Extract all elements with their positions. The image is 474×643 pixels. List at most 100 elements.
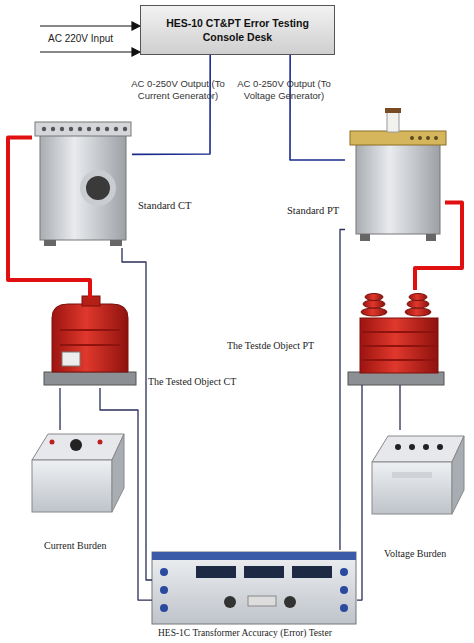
voltage-burden-drawing <box>372 436 464 514</box>
tested-pt-drawing-part <box>360 318 438 373</box>
standard-pt: Standard PT <box>345 108 445 243</box>
node-label: Standard PT <box>287 205 347 217</box>
standard-pt-drawing-part-part <box>410 136 414 140</box>
voltage-burden-drawing-part <box>372 462 452 514</box>
tested-ct-drawing-part <box>60 330 120 345</box>
tested-ct-drawing-part <box>44 372 136 385</box>
standard-ct-drawing-part-part <box>69 127 73 131</box>
wire-connector <box>59 388 60 430</box>
node-label: Current Burden <box>44 540 134 552</box>
standard-pt-drawing-part-part <box>434 136 438 140</box>
voltage-burden: Voltage Burden <box>370 430 465 515</box>
current-burden-drawing-part <box>112 434 124 512</box>
output-label: AC 0-250V Output (To Current Generator) <box>126 78 230 102</box>
tester-drawing <box>152 552 356 624</box>
standard-ct-drawing-part-part <box>60 127 64 131</box>
standard-ct-drawing-part <box>40 134 126 240</box>
tester-drawing-part <box>244 566 284 578</box>
node-label: HES-1C Transformer Accuracy (Error) Test… <box>158 627 358 639</box>
tester-drawing-part-part <box>160 604 168 612</box>
wire-connector <box>132 55 210 154</box>
wire-connector <box>357 385 362 600</box>
tested-ct-drawing-part <box>82 296 100 306</box>
tested-ct: The Tested Object CT <box>40 298 140 388</box>
tested-ct-drawing-part <box>52 304 128 372</box>
standard-ct-drawing-part <box>42 127 127 131</box>
standard-pt-drawing-part <box>350 131 446 145</box>
wire-connector <box>122 248 152 580</box>
tester-drawing-part-part <box>340 604 348 612</box>
current-burden-drawing-part <box>32 460 112 512</box>
standard-ct-drawing-part-part <box>114 127 118 131</box>
standard-pt-drawing-part <box>385 108 401 113</box>
tester-drawing-part <box>152 552 356 624</box>
node-label: The Testde Object PT <box>227 340 342 352</box>
standard-ct-drawing-part <box>83 173 113 203</box>
tested-ct-drawing-part <box>62 352 80 366</box>
wire-connector <box>340 230 345 551</box>
current-burden-drawing-part <box>98 440 103 445</box>
voltage-burden-drawing-part <box>395 444 443 450</box>
tester-drawing-part-part <box>340 568 348 576</box>
tested-pt-drawing-part-part <box>405 308 431 316</box>
tested-pt-drawing-part-part <box>409 294 427 301</box>
wire-connector <box>100 388 152 600</box>
standard-pt-drawing <box>350 108 446 241</box>
voltage-burden-drawing-part-part <box>437 444 443 450</box>
standard-ct-drawing-part <box>35 122 131 136</box>
input-label: AC 220V Input <box>48 33 138 45</box>
tested-pt-drawing-part-part <box>407 300 429 308</box>
voltage-burden-drawing-part <box>372 436 464 462</box>
tester-drawing-part <box>292 566 332 578</box>
standard-pt-drawing-part <box>410 136 438 140</box>
standard-ct-drawing-part <box>44 240 56 246</box>
standard-pt-drawing-part-part <box>418 136 422 140</box>
output-label: AC 0-250V Output (To Voltage Generator) <box>228 78 340 102</box>
tester-drawing-part <box>196 566 236 578</box>
wire-connector <box>399 385 400 430</box>
standard-ct: Standard CT <box>32 118 132 248</box>
voltage-burden-drawing-part <box>392 472 432 478</box>
input-arrows-part <box>40 25 134 26</box>
voltage-burden-drawing-part-part <box>423 444 429 450</box>
tester-drawing-part-part <box>340 586 348 594</box>
tested-ct-drawing <box>44 296 136 385</box>
node-label: HES-10 CT&PT Error Testing Console Desk <box>141 16 334 44</box>
wire-connector <box>8 138 90 299</box>
tester-drawing-part <box>160 568 348 612</box>
tested-pt-drawing-part-part <box>361 308 387 316</box>
current-burden-drawing-part <box>70 439 82 451</box>
input-arrows <box>40 22 140 56</box>
tested-pt-drawing <box>348 294 444 386</box>
tester-drawing-part <box>152 552 356 560</box>
standard-pt-drawing-part-part <box>426 136 430 140</box>
voltage-burden-drawing-part <box>452 436 464 514</box>
standard-pt-drawing-part <box>360 234 370 241</box>
standard-ct-drawing-part-part <box>51 127 55 131</box>
tested-pt-drawing-part-part <box>365 294 383 301</box>
tested-pt-drawing-part <box>361 294 431 317</box>
standard-ct-drawing-part-part <box>87 127 91 131</box>
tested-pt-drawing-part <box>362 332 436 360</box>
error-tester: HES-1C Transformer Accuracy (Error) Test… <box>152 550 357 625</box>
standard-ct-drawing-part-part <box>105 127 109 131</box>
standard-ct-drawing-part <box>110 240 122 246</box>
standard-ct-drawing-part-part <box>42 127 46 131</box>
standard-pt-drawing-part <box>426 234 436 241</box>
voltage-burden-drawing-part-part <box>395 444 401 450</box>
wire-connector <box>290 55 345 160</box>
input-arrows-part <box>132 22 140 30</box>
input-arrows-part <box>132 48 140 56</box>
tester-drawing-part-part <box>284 596 296 608</box>
standard-pt-drawing-part <box>356 144 440 234</box>
tester-drawing-part-part <box>160 568 168 576</box>
tested-pt: The Testde Object PT <box>345 290 445 385</box>
standard-ct-drawing-part-part <box>123 127 127 131</box>
input-arrows-part <box>40 51 134 52</box>
standard-ct-drawing <box>35 122 131 246</box>
tester-drawing-part <box>224 596 296 608</box>
tester-drawing-part-part <box>160 586 168 594</box>
current-burden-drawing-part <box>32 434 124 460</box>
node-label: Voltage Burden <box>384 548 474 560</box>
standard-ct-drawing-part-part <box>96 127 100 131</box>
